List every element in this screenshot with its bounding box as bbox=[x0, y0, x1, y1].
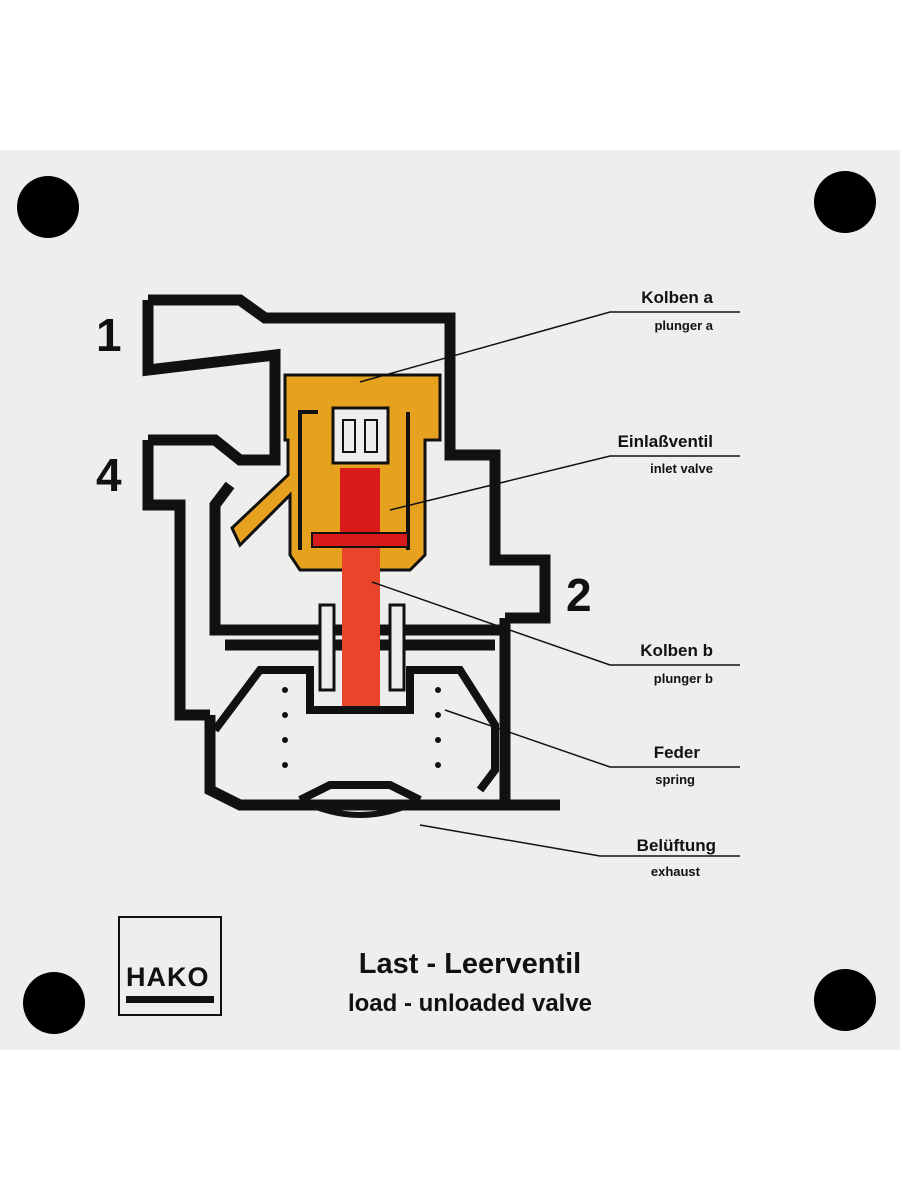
title-german: Last - Leerventil bbox=[358, 948, 582, 980]
title-english: load - unloaded valve bbox=[347, 990, 593, 1017]
plunger-a bbox=[230, 373, 442, 572]
spring-dots bbox=[282, 687, 441, 768]
plunger-b bbox=[318, 548, 406, 713]
logo-tagline-bar bbox=[126, 996, 214, 1003]
label-exhaust-en: exhaust bbox=[650, 864, 700, 879]
label-inlet-valve-de: Einlaßventil bbox=[617, 432, 713, 451]
label-plunger-a-en: plunger a bbox=[654, 318, 713, 333]
label-inlet-valve-en: inlet valve bbox=[650, 461, 713, 476]
mounting-hole-bottom-right bbox=[814, 969, 876, 1031]
label-exhaust-de: Belüftung bbox=[636, 836, 716, 855]
mounting-hole-bottom-left bbox=[23, 972, 85, 1034]
leader-lines bbox=[359, 311, 740, 857]
exhaust-vent bbox=[298, 797, 422, 818]
label-plunger-b-en: plunger b bbox=[653, 671, 713, 686]
label-plunger-b-de: Kolben b bbox=[640, 641, 713, 660]
logo-text: HAKO bbox=[126, 962, 210, 992]
overhead-board: 1 4 2 Kolben a plunger a Einlaßventil in… bbox=[0, 150, 900, 1050]
label-spring-en: spring bbox=[655, 772, 695, 787]
valve-diagram bbox=[17, 171, 876, 1034]
port-2-label: 2 bbox=[566, 569, 592, 621]
inlet-valve bbox=[311, 468, 409, 548]
mounting-hole-top-left bbox=[17, 176, 79, 238]
port-4-label: 4 bbox=[96, 449, 122, 501]
label-plunger-a-de: Kolben a bbox=[641, 288, 713, 307]
port-1-label: 1 bbox=[96, 309, 122, 361]
label-spring-de: Feder bbox=[653, 743, 700, 762]
spring-chamber bbox=[211, 666, 499, 804]
valve-housing bbox=[142, 294, 560, 811]
mounting-hole-top-right bbox=[814, 171, 876, 233]
hako-logo: HAKO bbox=[118, 916, 222, 1016]
